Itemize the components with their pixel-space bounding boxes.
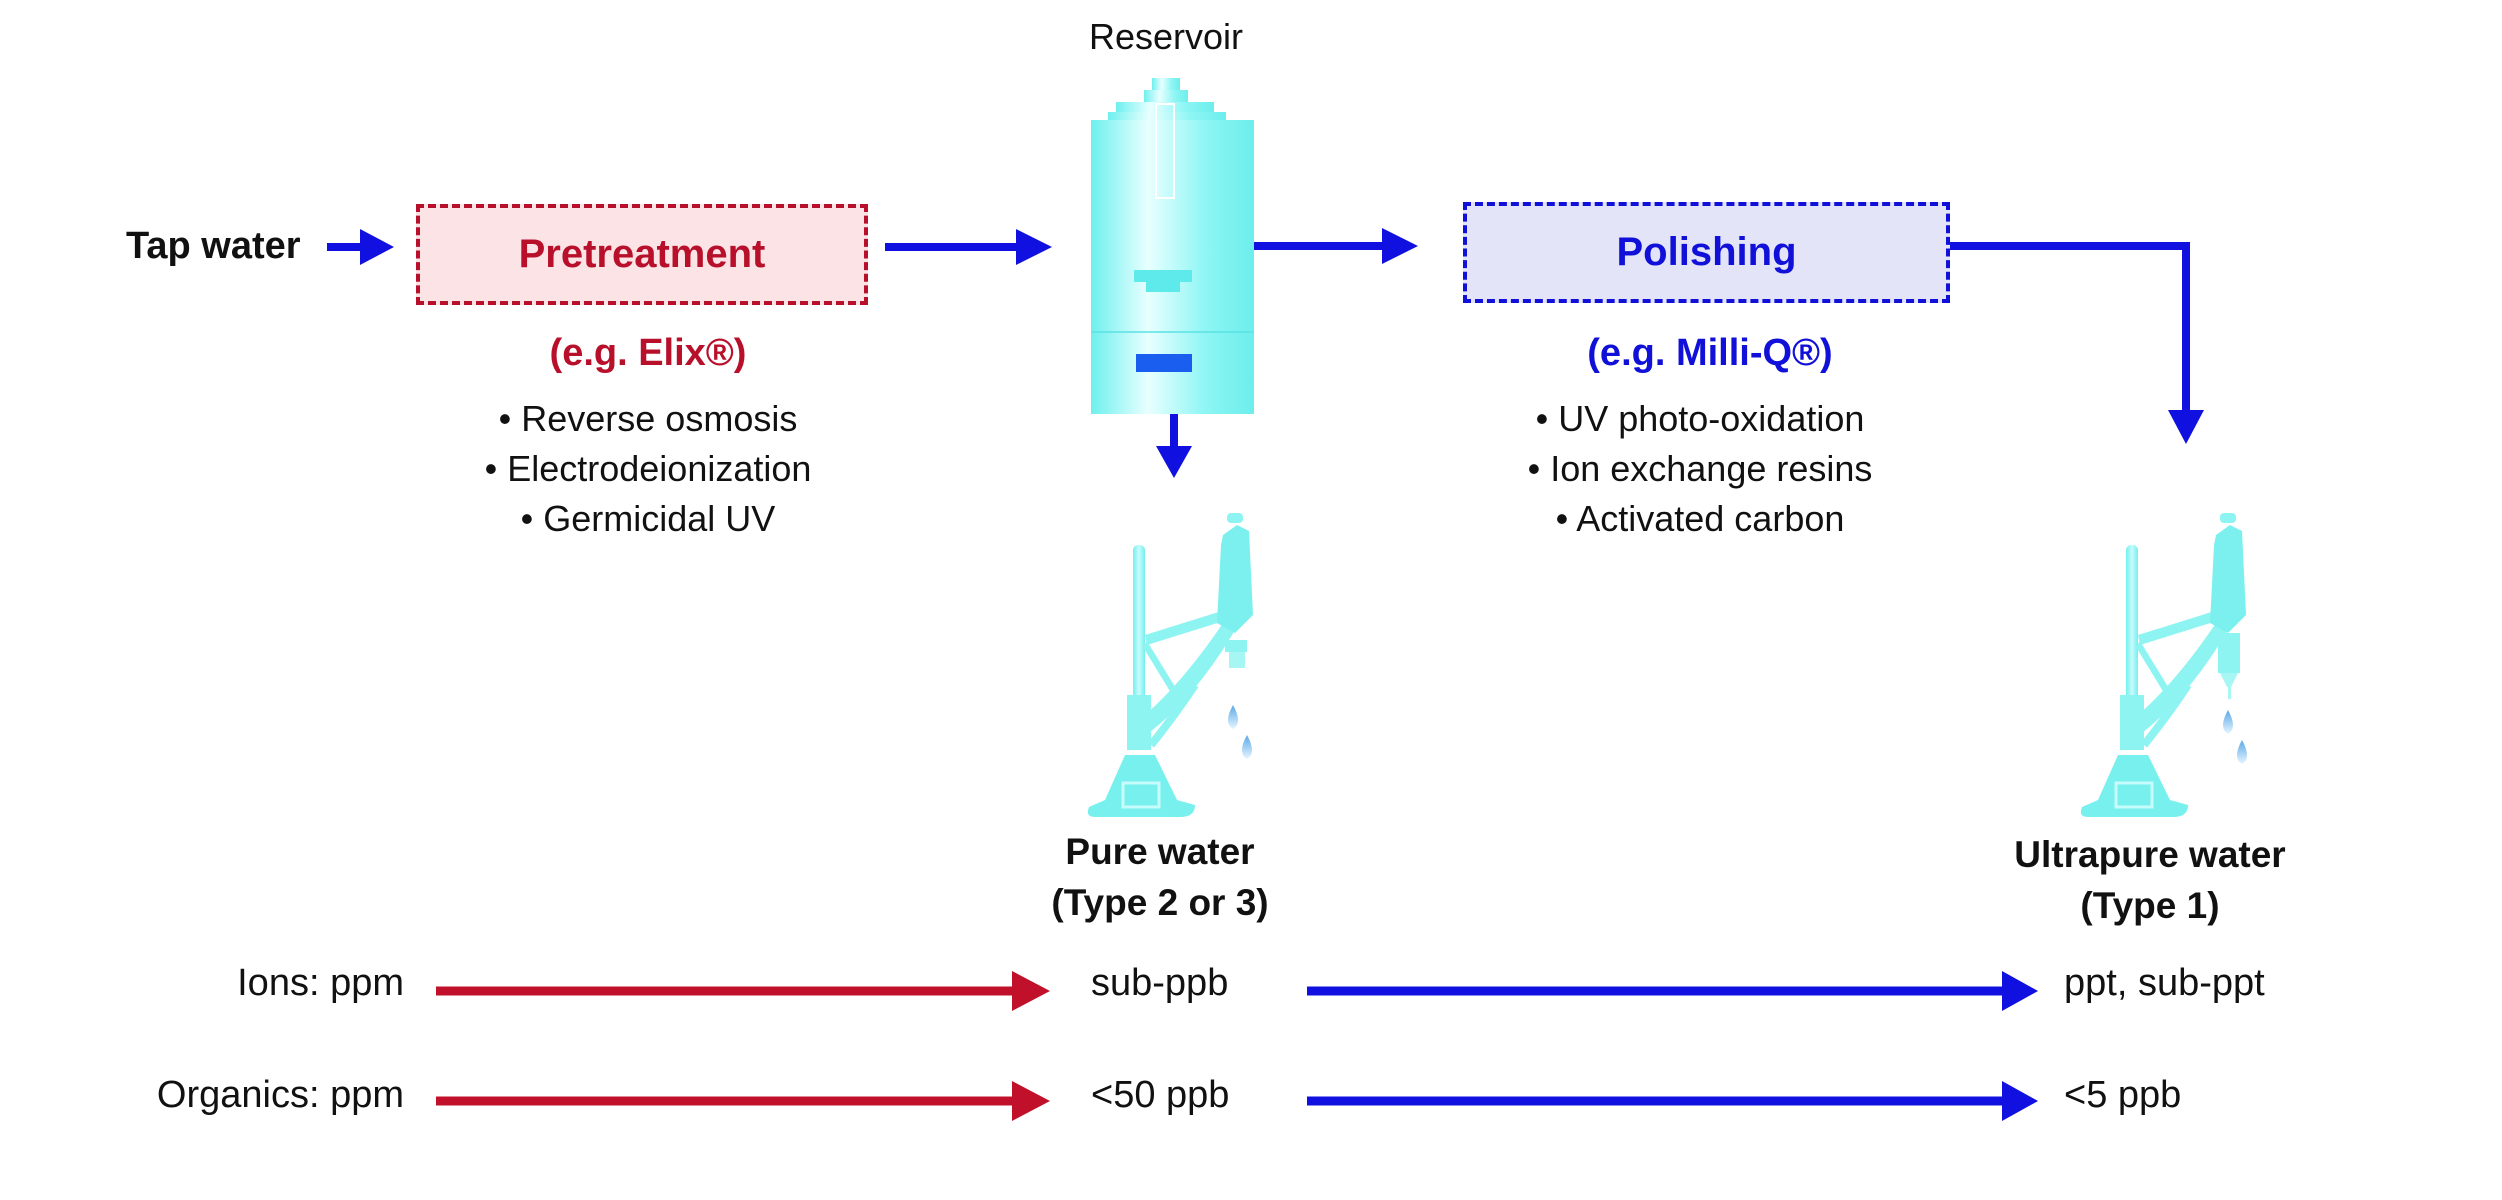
polishing-bullet: • Ion exchange resins: [1527, 448, 1873, 489]
pretreatment-bullet: • Electrodeionization: [484, 448, 812, 489]
arrow-reservoir-to-polishing: [1254, 228, 1418, 264]
pretreatment-title: Pretreatment: [518, 232, 766, 276]
pretreatment-example: (e.g. Elix®): [549, 332, 747, 374]
ultrapure-water-type: (Type 1): [2080, 885, 2220, 926]
arrow-organics-polishing: [1307, 1081, 2038, 1121]
pure-water-label: Pure water (Type 2 or 3): [1051, 826, 1268, 928]
organics-ultrapure-value: <5 ppb: [2064, 1074, 2182, 1116]
arrow-pretreatment-to-reservoir: [885, 229, 1052, 265]
polishing-title: Polishing: [1616, 230, 1797, 274]
arrow-reservoir-to-pure-water: [1156, 414, 1192, 478]
ultrapure-water-title: Ultrapure water: [2014, 834, 2286, 875]
polishing-box: Polishing: [1463, 202, 1950, 303]
ions-pure-value: sub-ppb: [1091, 962, 1229, 1004]
pretreatment-bullet: • Reverse osmosis: [498, 398, 798, 439]
reservoir-tank-icon: [1091, 78, 1254, 414]
pretreatment-box: Pretreatment: [416, 204, 868, 305]
reservoir-label: Reservoir: [1088, 16, 1244, 57]
arrow-ions-polishing: [1307, 971, 2038, 1011]
ions-ultrapure-value: ppt, sub-ppt: [2064, 962, 2265, 1004]
pure-water-title: Pure water: [1065, 831, 1255, 872]
polishing-bullet-list: • UV photo-oxidation • Ion exchange resi…: [1528, 394, 1873, 544]
pure-water-type: (Type 2 or 3): [1051, 882, 1269, 923]
arrow-polishing-to-ultrapure: [1950, 242, 2204, 444]
pretreatment-bullet: • Germicidal UV: [520, 498, 776, 539]
ions-row-label: Ions: ppm: [237, 962, 404, 1004]
organics-pure-value: <50 ppb: [1091, 1074, 1230, 1116]
ultrapure-water-dispenser-icon: [2080, 513, 2247, 817]
pretreatment-bullet-list: • Reverse osmosis • Electrodeionization …: [485, 394, 812, 544]
arrow-tap-to-pretreatment: [327, 229, 394, 265]
tap-water-label: Tap water: [126, 225, 301, 267]
arrow-ions-pretreatment: [436, 971, 1050, 1011]
pure-water-dispenser-icon: [1087, 513, 1253, 817]
polishing-bullet: • Activated carbon: [1555, 498, 1845, 539]
arrow-organics-pretreatment: [436, 1081, 1050, 1121]
polishing-bullet: • UV photo-oxidation: [1535, 398, 1865, 439]
organics-row-label: Organics: ppm: [156, 1074, 404, 1116]
ultrapure-water-label: Ultrapure water (Type 1): [2014, 829, 2285, 931]
polishing-example: (e.g. Milli-Q®): [1587, 332, 1833, 374]
